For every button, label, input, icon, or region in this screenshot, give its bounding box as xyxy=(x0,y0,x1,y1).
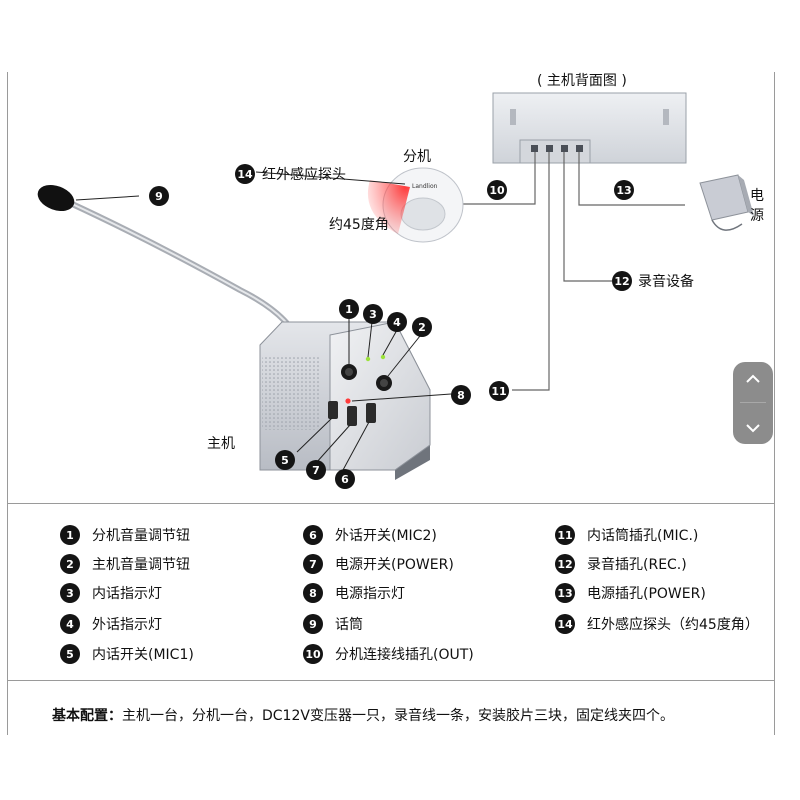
callout-11: 11 xyxy=(489,381,509,401)
frame-right-line xyxy=(774,72,775,735)
legend-text: 话筒 xyxy=(335,617,363,633)
legend-text: 外话开关(MIC2) xyxy=(335,528,437,544)
frame-mid-divider xyxy=(7,503,775,504)
legend-item: 2 主机音量调节钮 xyxy=(60,554,190,574)
legend-text: 红外感应探头（约45度角） xyxy=(587,617,759,633)
legend-text: 内话指示灯 xyxy=(92,586,162,602)
callout-10: 10 xyxy=(487,180,507,200)
legend-number: 9 xyxy=(303,614,323,634)
legend-item: 11 内话筒插孔(MIC.) xyxy=(555,525,698,545)
scroll-widget[interactable] xyxy=(733,362,773,444)
legend-number: 1 xyxy=(60,525,80,545)
legend-number: 8 xyxy=(303,583,323,603)
legend-number: 12 xyxy=(555,554,575,574)
rear-unit xyxy=(492,92,687,164)
legend-item: 12 录音插孔(REC.) xyxy=(555,554,687,574)
legend-number: 4 xyxy=(60,614,80,634)
callout-12: 12 xyxy=(612,271,632,291)
callout-13: 13 xyxy=(614,180,634,200)
sub-unit-label: 分机 xyxy=(403,149,431,165)
legend-number: 13 xyxy=(555,583,575,603)
callout-6: 6 xyxy=(335,469,355,489)
chevron-down-icon[interactable] xyxy=(746,420,760,436)
rear-view-title: ( 主机背面图 ) xyxy=(537,73,627,89)
callout-1: 1 xyxy=(339,299,359,319)
frame-left-line xyxy=(7,72,8,735)
callout-3: 3 xyxy=(363,304,383,324)
legend-text: 录音插孔(REC.) xyxy=(587,557,687,573)
brand-text: Landlion xyxy=(412,183,438,190)
microphone xyxy=(37,184,303,348)
legend-number: 6 xyxy=(303,525,323,545)
legend-number: 14 xyxy=(555,614,575,634)
legend-number: 11 xyxy=(555,525,575,545)
legend-item: 14 红外感应探头（约45度角） xyxy=(555,614,759,634)
legend-text: 外话指示灯 xyxy=(92,617,162,633)
callout-8: 8 xyxy=(451,385,471,405)
legend-item: 4 外话指示灯 xyxy=(60,614,162,634)
scroll-divider xyxy=(740,402,766,404)
legend-item: 10 分机连接线插孔(OUT) xyxy=(303,644,474,664)
legend-text: 分机音量调节钮 xyxy=(92,528,190,544)
legend-item: 9 话筒 xyxy=(303,614,363,634)
legend-item: 1 分机音量调节钮 xyxy=(60,525,190,545)
legend-text: 内话开关(MIC1) xyxy=(92,647,194,663)
config-label: 基本配置： xyxy=(52,708,122,724)
angle-label: 约45度角 xyxy=(329,217,389,233)
connector-lines xyxy=(458,152,685,391)
legend-item: 13 电源插孔(POWER) xyxy=(555,583,706,603)
legend-number: 2 xyxy=(60,554,80,574)
legend-item: 8 电源指示灯 xyxy=(303,583,405,603)
legend-item: 5 内话开关(MIC1) xyxy=(60,644,194,664)
callout-7: 7 xyxy=(306,460,326,480)
legend-text: 电源插孔(POWER) xyxy=(587,586,706,602)
legend-number: 5 xyxy=(60,644,80,664)
callout-5: 5 xyxy=(275,450,295,470)
ir-probe-label: 红外感应探头 xyxy=(262,167,346,183)
legend-text: 分机连接线插孔(OUT) xyxy=(335,647,474,663)
legend-item: 3 内话指示灯 xyxy=(60,583,162,603)
frame-bottom-divider xyxy=(7,680,775,681)
legend-number: 7 xyxy=(303,554,323,574)
legend-number: 3 xyxy=(60,583,80,603)
sub-unit xyxy=(367,167,464,243)
chevron-up-icon[interactable] xyxy=(746,370,760,386)
main-unit xyxy=(259,321,431,480)
config-text: 主机一台，分机一台，DC12V变压器一只，录音线一条，安装胶片三块，固定线夹四个… xyxy=(122,708,674,724)
legend-number: 10 xyxy=(303,644,323,664)
legend-item: 7 电源开关(POWER) xyxy=(303,554,454,574)
callout-4: 4 xyxy=(387,312,407,332)
legend-text: 内话筒插孔(MIC.) xyxy=(587,528,699,544)
power-label-top: 电源 xyxy=(750,188,764,224)
callout-2: 2 xyxy=(412,317,432,337)
recorder-label: 录音设备 xyxy=(638,274,694,290)
legend-item: 6 外话开关(MIC2) xyxy=(303,525,437,545)
legend-text: 电源指示灯 xyxy=(335,586,405,602)
leader-lines xyxy=(75,171,452,471)
callout-9: 9 xyxy=(149,186,169,206)
callout-14: 14 xyxy=(235,164,255,184)
power-adapter xyxy=(699,174,754,231)
basic-config: 基本配置：主机一台，分机一台，DC12V变压器一只，录音线一条，安装胶片三块，固… xyxy=(52,705,674,725)
legend-text: 主机音量调节钮 xyxy=(92,557,190,573)
legend-text: 电源开关(POWER) xyxy=(335,557,454,573)
main-unit-label: 主机 xyxy=(207,436,235,452)
